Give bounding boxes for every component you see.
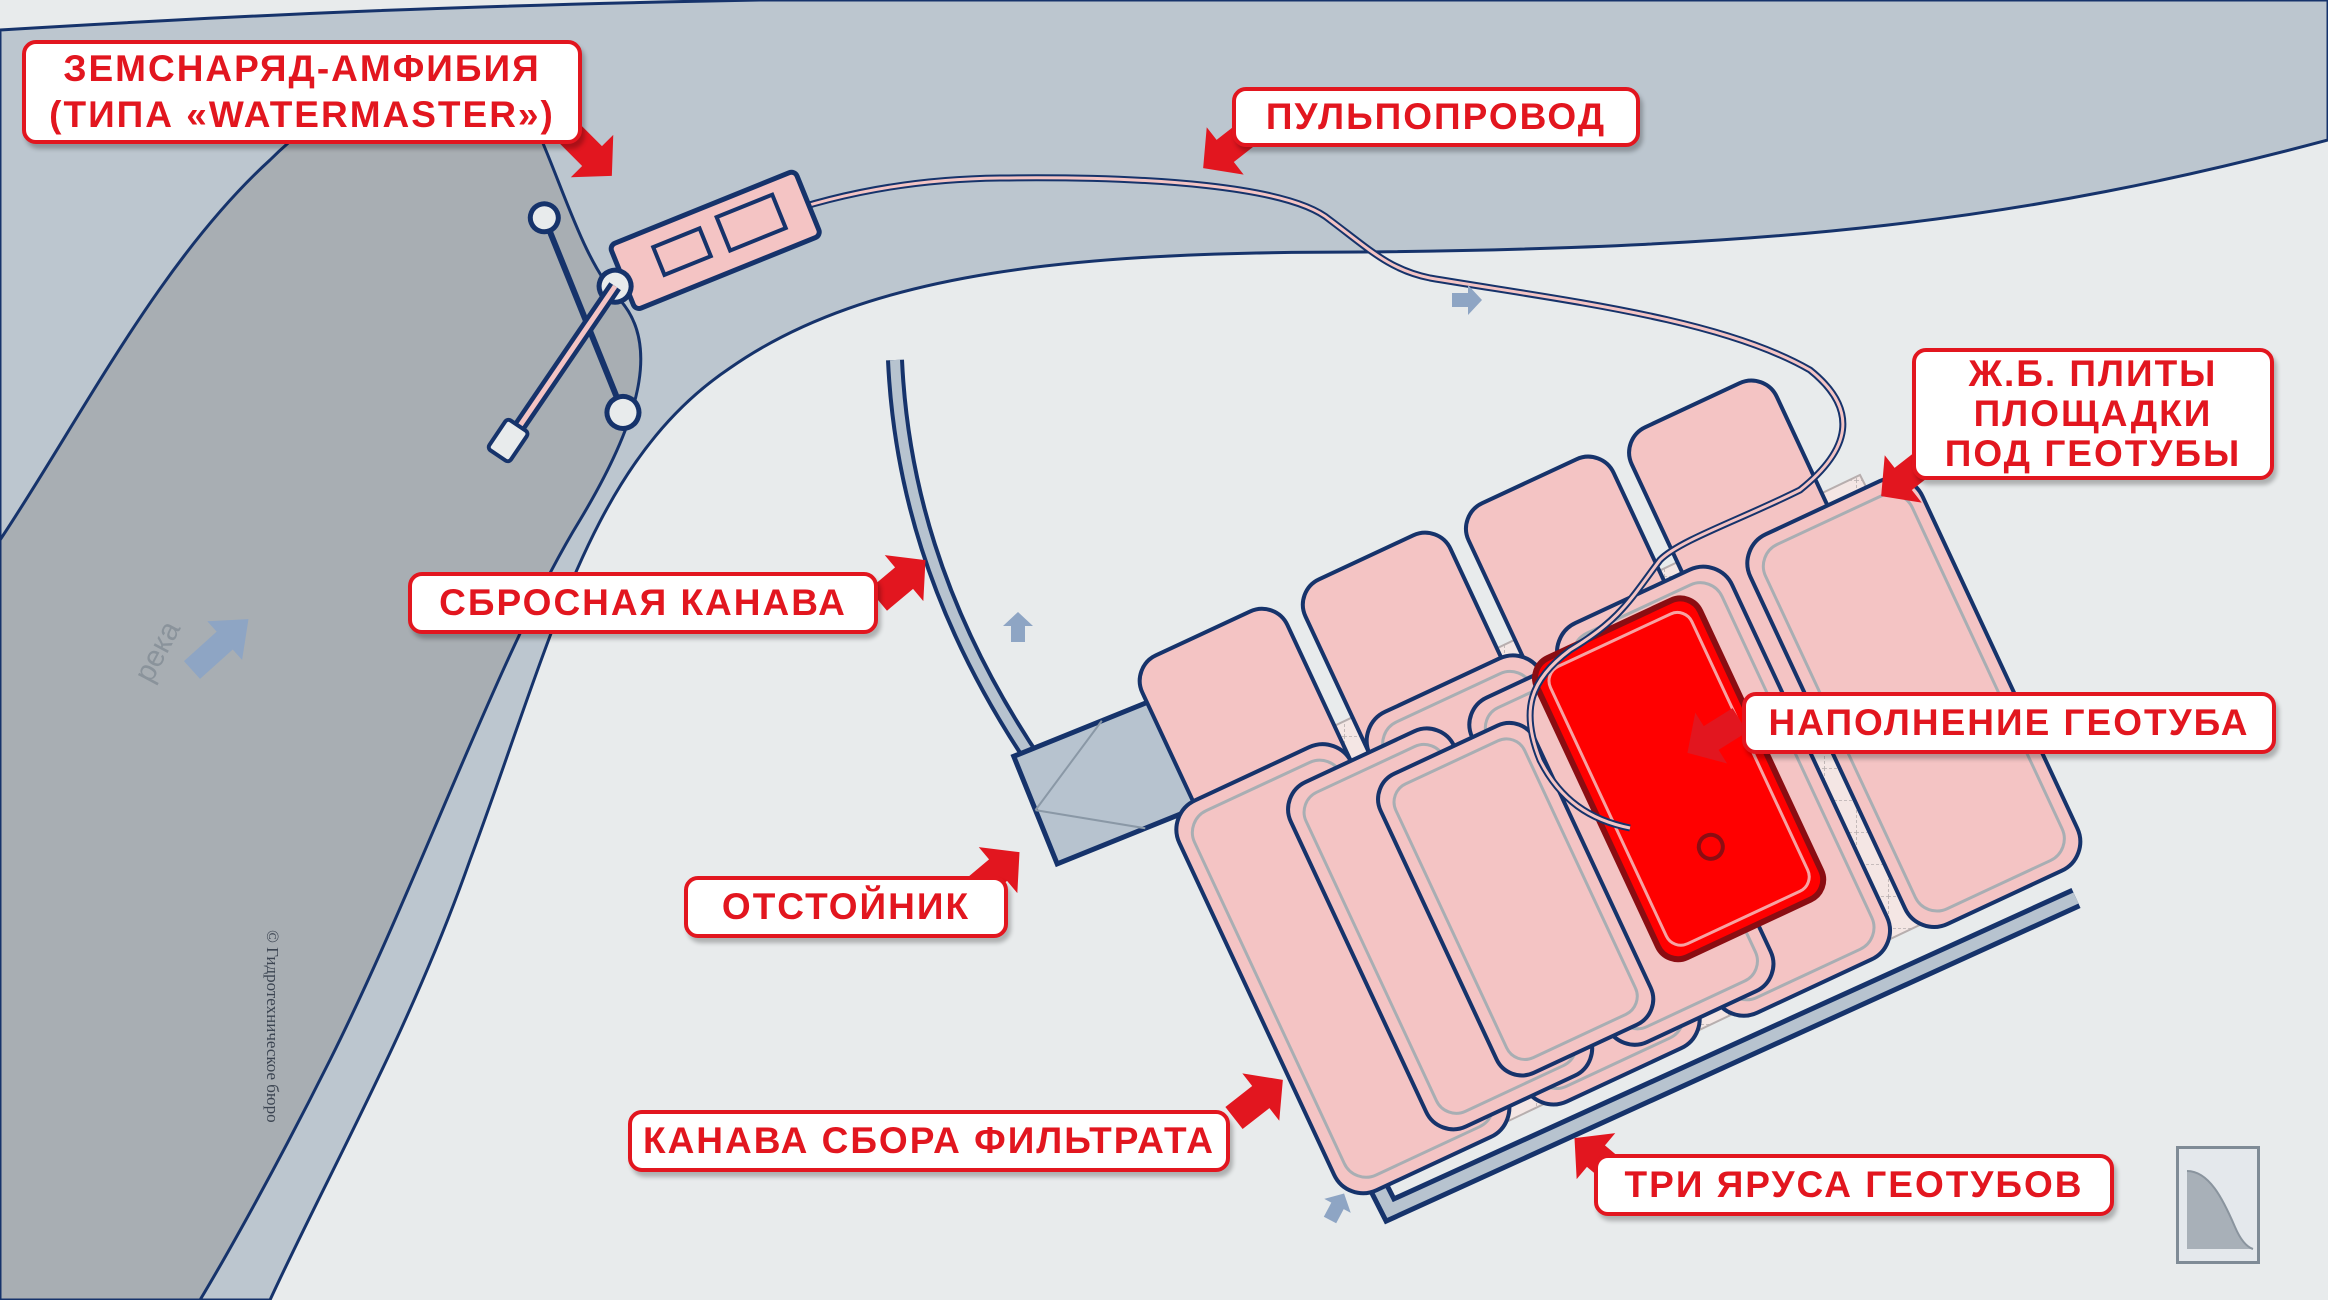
- callout-dredger-line2: (ТИПА «WATERMASTER»): [49, 94, 555, 135]
- settling-tank: [1010, 696, 1200, 868]
- callout-pipeline: ПУЛЬПОПРОВОД: [1232, 87, 1640, 147]
- callout-plates-line1: Ж.Б. ПЛИТЫ: [1968, 353, 2218, 394]
- riverbed: [0, 56, 643, 1300]
- callout-discharge-ditch-text: СБРОСНАЯ КАНАВА: [439, 582, 847, 623]
- callout-filling-text: НАПОЛНЕНИЕ ГЕОТУБА: [1768, 702, 2250, 743]
- callout-pipeline-text: ПУЛЬПОПРОВОД: [1265, 96, 1607, 137]
- callout-filtrate-ditch-text: КАНАВА СБОРА ФИЛЬТРАТА: [642, 1120, 1216, 1161]
- callout-dredger: ЗЕМСНАРЯД-АМФИБИЯ (ТИПА «WATERMASTER»): [22, 40, 582, 144]
- callout-plates: Ж.Б. ПЛИТЫ ПЛОЩАДКИ ПОД ГЕОТУБЫ: [1912, 348, 2274, 480]
- callout-filtrate-ditch: КАНАВА СБОРА ФИЛЬТРАТА: [628, 1110, 1230, 1172]
- callout-discharge-ditch: СБРОСНАЯ КАНАВА: [408, 572, 878, 634]
- callout-settling-tank-text: ОТСТОЙНИК: [721, 886, 971, 927]
- logo-icon: [2176, 1146, 2260, 1264]
- callout-plates-line2: ПЛОЩАДКИ: [1973, 393, 2213, 434]
- flow-arrow-icon: [1452, 285, 1482, 315]
- callout-three-tiers-text: ТРИ ЯРУСА ГЕОТУБОВ: [1624, 1164, 2084, 1205]
- callout-three-tiers: ТРИ ЯРУСА ГЕОТУБОВ: [1594, 1154, 2114, 1216]
- copyright: © Гидротехническое бюро: [263, 930, 282, 1123]
- flow-arrow-icon: [1003, 612, 1033, 642]
- logo-shape: [2186, 1170, 2254, 1250]
- callout-filling: НАПОЛНЕНИЕ ГЕОТУБА: [1742, 692, 2276, 754]
- dredger-icon: [486, 169, 822, 464]
- callout-settling-tank: ОТСТОЙНИК: [684, 876, 1008, 938]
- callout-plates-line3: ПОД ГЕОТУБЫ: [1944, 433, 2242, 474]
- geotube: [1376, 720, 1656, 1078]
- river-flow-icon: [183, 619, 249, 679]
- callout-dredger-line1: ЗЕМСНАРЯД-АМФИБИЯ: [63, 48, 541, 89]
